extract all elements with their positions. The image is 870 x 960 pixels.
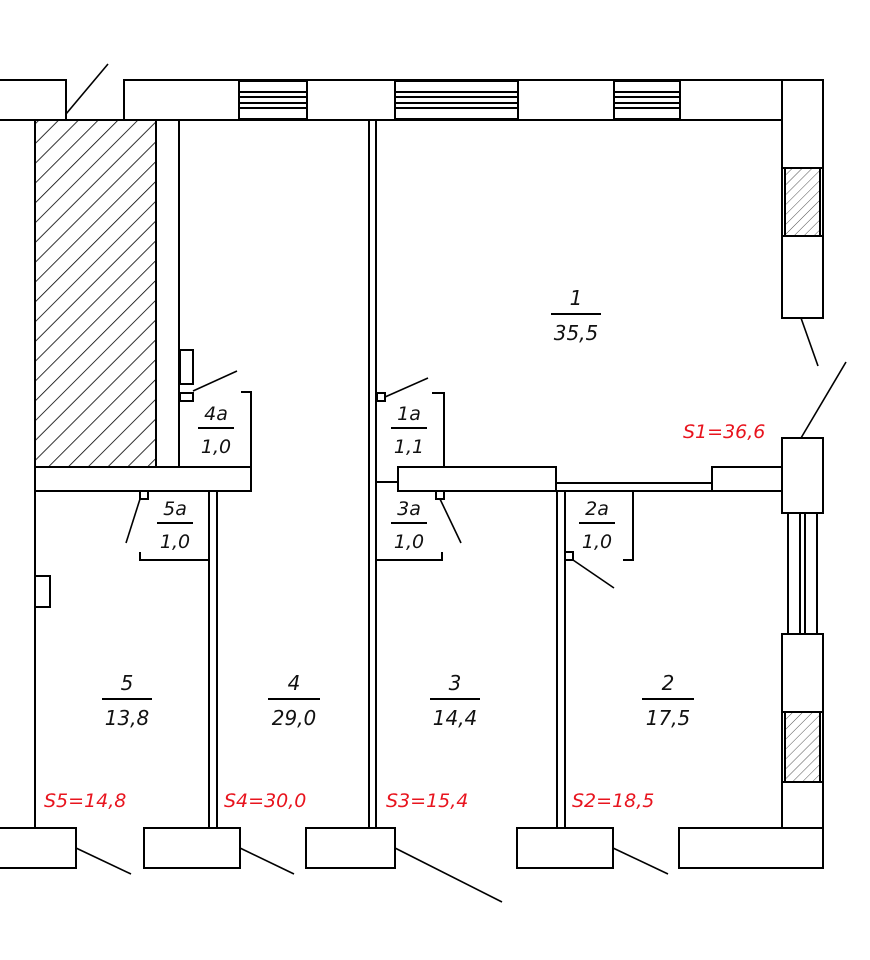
total-area-s4: S4=30,0 [224, 790, 306, 812]
closet-4a-wall [241, 391, 252, 467]
room-area-3: 14,4 [433, 706, 478, 730]
room-number-3: 3 [449, 671, 462, 695]
door-swing-3a [439, 498, 462, 544]
room-label-2a: 2a 1,0 [579, 498, 615, 553]
room-label-3a: 3a 1,0 [391, 498, 427, 553]
room-number-5: 5 [121, 671, 134, 695]
hinge-4a [179, 392, 194, 402]
hinge-2a [564, 551, 574, 561]
room-number-1: 1 [570, 286, 583, 310]
room-label-2: 2 17,5 [642, 671, 694, 730]
room-label-5: 5 13,8 [102, 671, 152, 730]
door-swing-5a [125, 498, 141, 544]
room-label-1a: 1a 1,1 [391, 403, 427, 458]
partition-5-4 [208, 490, 218, 829]
closet-3a-wall [375, 552, 443, 561]
room-label-3: 3 14,4 [430, 671, 480, 730]
door-swing-bottom-4 [239, 847, 295, 875]
hatched-block [34, 119, 157, 468]
door-swing-2a [572, 559, 615, 589]
total-area-s3: S3=15,4 [386, 790, 468, 812]
bottom-wall [0, 827, 824, 869]
room-number-4a: 4a [204, 403, 228, 425]
partition-4-3 [368, 119, 377, 829]
top-windows [238, 80, 681, 120]
room-number-1a: 1a [397, 403, 421, 425]
closet-2a-wall [623, 490, 634, 561]
room-area-5a: 1,0 [160, 531, 190, 553]
room-area-2a: 1,0 [582, 531, 612, 553]
partition-4a-left [155, 119, 180, 468]
room-label-4a: 4a 1,0 [198, 403, 234, 458]
room-area-2: 17,5 [646, 706, 691, 730]
right-wall [781, 79, 824, 869]
hinge-5a [139, 490, 149, 500]
room-number-2a: 2a [585, 498, 609, 520]
hinge-3a [435, 490, 445, 500]
room-number-2: 2 [662, 671, 675, 695]
room-area-1a: 1,1 [394, 436, 424, 458]
door-swing-right-upper [800, 361, 847, 439]
room-label-1: 1 35,5 [551, 286, 601, 345]
room-label-4: 4 29,0 [268, 671, 320, 730]
room-area-4a: 1,0 [201, 436, 231, 458]
switch-room-5 [34, 575, 51, 608]
room-label-5a: 5a 1,0 [157, 498, 193, 553]
door-swing-bottom-2 [612, 847, 669, 875]
total-area-s1: S1=36,6 [683, 421, 765, 443]
switch-4a [179, 349, 194, 385]
room-area-5: 13,8 [105, 706, 150, 730]
total-area-s2: S2=18,5 [572, 790, 654, 812]
total-area-s5: S5=14,8 [44, 790, 126, 812]
window-right [787, 512, 818, 635]
partition-1-right [711, 466, 783, 492]
window-top-1 [238, 80, 308, 120]
room-area-4: 29,0 [272, 706, 317, 730]
room-number-5a: 5a [163, 498, 187, 520]
door-swing-4a [192, 370, 238, 392]
window-top-2 [394, 80, 519, 120]
hinge-1a [376, 392, 386, 402]
door-swing-bottom-3 [394, 847, 503, 903]
partition-horizontal-left [34, 466, 252, 492]
door-swing-top-left [65, 63, 109, 115]
room-number-4: 4 [288, 671, 301, 695]
room-area-3a: 1,0 [394, 531, 424, 553]
window-top-3 [613, 80, 681, 120]
room-area-1: 35,5 [554, 321, 599, 345]
room-number-3a: 3a [397, 498, 421, 520]
door-swing-1a [384, 377, 429, 398]
door-swing-right-lower [800, 317, 819, 367]
partition-thin-1-2 [555, 482, 713, 492]
partition-3-2 [556, 490, 566, 829]
closet-5a-wall [139, 552, 209, 561]
closet-1a-wall [432, 392, 445, 467]
door-swing-bottom-5 [75, 847, 132, 875]
partition-1a-3a [397, 466, 557, 492]
